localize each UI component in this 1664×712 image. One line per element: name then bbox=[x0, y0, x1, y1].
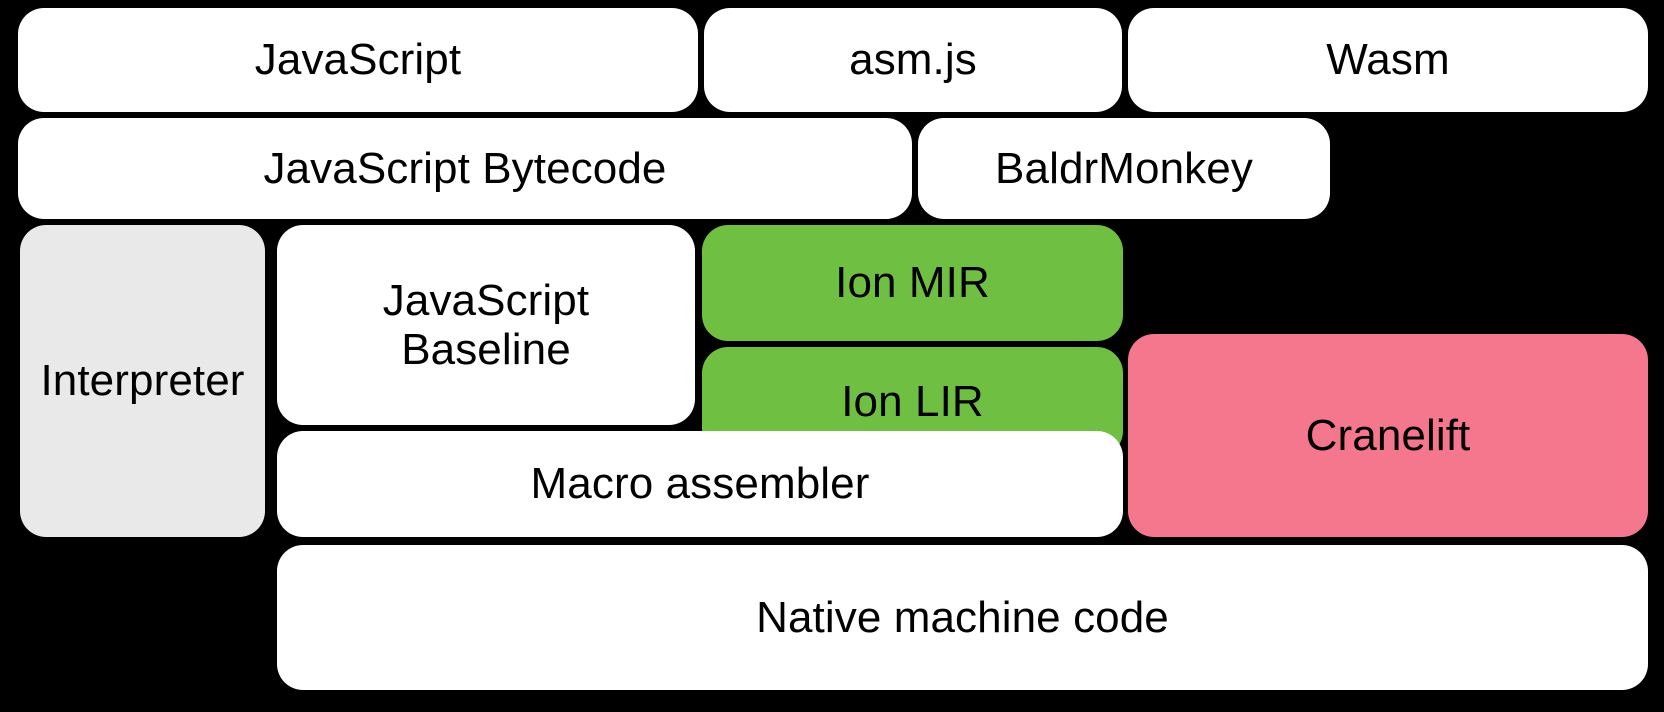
node-native-machine-code[interactable]: Native machine code bbox=[277, 545, 1648, 690]
node-label: JavaScript Bytecode bbox=[263, 143, 667, 193]
node-javascript-baseline[interactable]: JavaScript Baseline bbox=[277, 225, 695, 425]
node-ion-mir[interactable]: Ion MIR bbox=[702, 225, 1123, 341]
node-javascript-bytecode[interactable]: JavaScript Bytecode bbox=[18, 118, 912, 219]
node-label: asm.js bbox=[849, 35, 977, 85]
node-label: Interpreter bbox=[40, 356, 245, 406]
node-label: Cranelift bbox=[1305, 410, 1471, 460]
node-interpreter[interactable]: Interpreter bbox=[20, 225, 265, 537]
node-wasm[interactable]: Wasm bbox=[1128, 8, 1648, 112]
node-macro-assembler[interactable]: Macro assembler bbox=[277, 431, 1123, 537]
node-label: Wasm bbox=[1326, 35, 1450, 85]
node-label: BaldrMonkey bbox=[995, 143, 1253, 193]
node-label: Native machine code bbox=[756, 592, 1169, 642]
node-label: JavaScript bbox=[254, 35, 462, 85]
node-javascript[interactable]: JavaScript bbox=[18, 8, 698, 112]
node-label: Macro assembler bbox=[530, 459, 870, 509]
node-baldrmonkey[interactable]: BaldrMonkey bbox=[918, 118, 1330, 219]
node-label: Ion MIR bbox=[835, 258, 990, 308]
node-cranelift[interactable]: Cranelift bbox=[1128, 334, 1648, 537]
node-label: JavaScript Baseline bbox=[382, 275, 590, 374]
node-asm-js[interactable]: asm.js bbox=[704, 8, 1122, 112]
node-label: Ion LIR bbox=[841, 377, 984, 427]
